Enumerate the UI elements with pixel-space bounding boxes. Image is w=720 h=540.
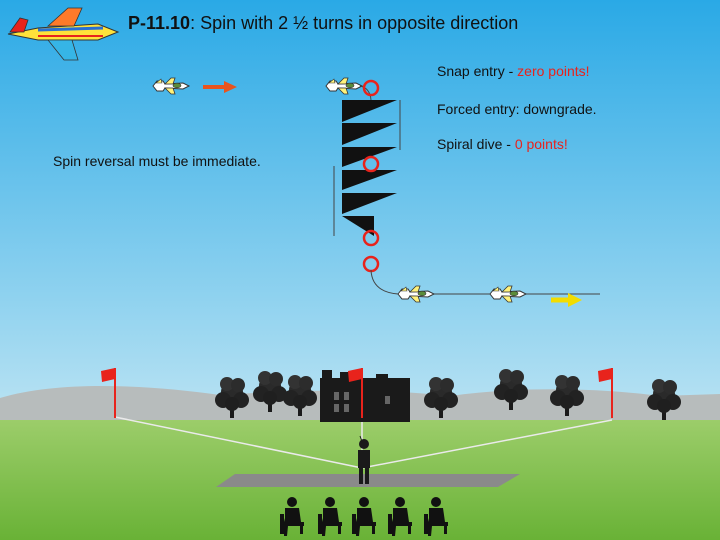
sight-line-left	[114, 416, 363, 469]
spiral-dive-note: Spiral dive - 0 points!	[437, 136, 568, 152]
snap-entry-note: Snap entry - zero points!	[437, 63, 590, 79]
spiral-dive-penalty: 0 points!	[514, 136, 568, 152]
figure-code: P-11.10	[128, 13, 191, 33]
spiral-dive-label: Spiral dive -	[437, 136, 515, 152]
figure-description: : Spin with 2 ½ turns in opposite direct…	[190, 13, 519, 33]
flight-path-entry	[359, 85, 372, 101]
castle-icon	[320, 370, 410, 422]
marker-circle-icon	[362, 155, 380, 173]
spin-reversal-note: Spin reversal must be immediate.	[53, 153, 261, 169]
forced-entry-note: Forced entry: downgrade.	[437, 101, 597, 117]
direction-arrow-icon	[551, 293, 582, 307]
page-title: P-11.10: Spin with 2 ½ turns in opposite…	[128, 13, 518, 34]
marker-circle-icon	[362, 229, 380, 247]
direction-arrow-icon	[203, 81, 237, 93]
snap-entry-penalty: zero points!	[517, 63, 590, 79]
sight-line-right	[361, 419, 613, 469]
snap-entry-label: Snap entry -	[437, 63, 518, 79]
marker-circle-icon	[362, 79, 380, 97]
logo-airplane-icon	[7, 7, 120, 61]
pilot-icon	[358, 435, 370, 484]
spin-triangle-icon	[342, 100, 397, 236]
